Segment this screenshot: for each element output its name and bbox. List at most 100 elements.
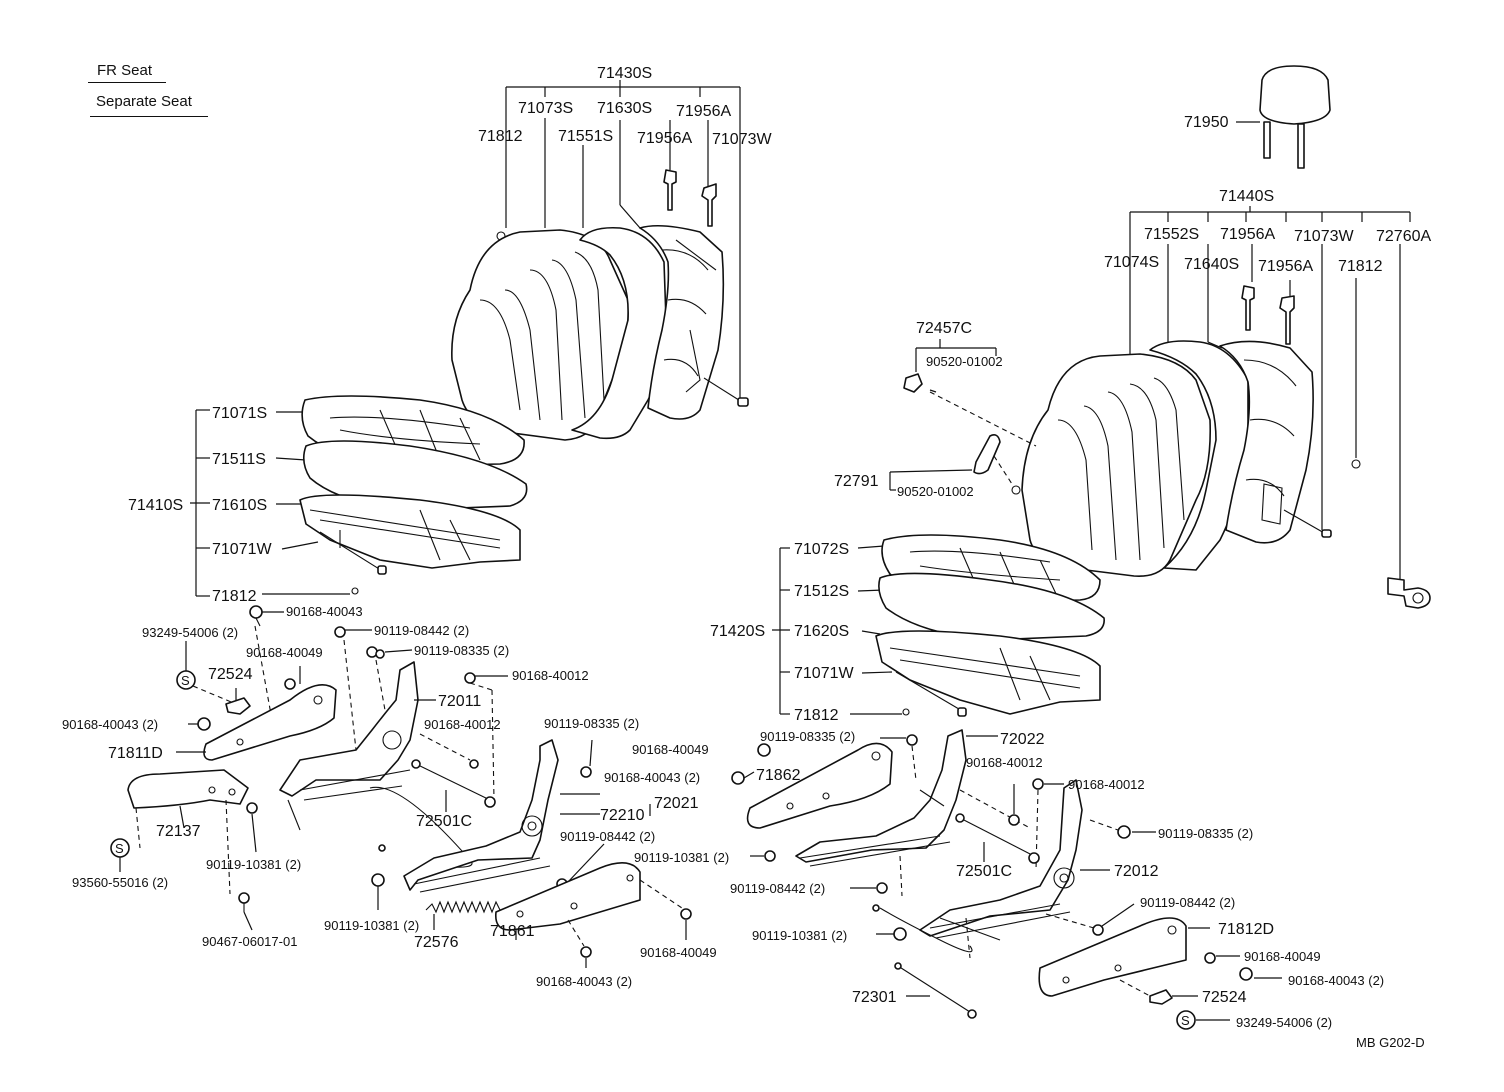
label-90119-10381-2: 90119-10381 (2): [324, 918, 419, 933]
label-71071S: 71071S: [212, 405, 267, 422]
label-71812-r: 71812: [1338, 258, 1383, 275]
label-90168-40043-3: 90168-40043 (2): [536, 974, 632, 989]
label-72576: 72576: [414, 934, 459, 951]
label-72012: 72012: [1114, 863, 1159, 880]
left-adjuster: S S: [110, 605, 692, 968]
label-90168-40012-r: 90168-40012: [966, 755, 1043, 770]
label-71956A-2: 71956A: [637, 130, 692, 147]
label-71630S: 71630S: [597, 100, 652, 117]
label-90119-10381: 90119-10381 (2): [206, 857, 301, 872]
left-seat-back: [451, 80, 749, 441]
bolt-90119-10381-b: [371, 873, 385, 887]
label-90168-40043: 90168-40043: [286, 604, 363, 619]
label-90119-10381-r: 90119-10381 (2): [634, 850, 729, 865]
left-seat-labels: 71430S 71073S 71630S 71956A 71812 71551S…: [128, 65, 772, 605]
label-71440S: 71440S: [1219, 188, 1274, 205]
header-title-underline: [88, 82, 166, 83]
label-71950: 71950: [1184, 114, 1229, 131]
bolt-90119-08335-d: [1117, 825, 1131, 839]
label-71072S: 71072S: [794, 541, 849, 558]
label-90119-08442-r: 90119-08442 (2): [730, 881, 825, 896]
right-seat-labels: 71950 71440S 71552S 71956A 71073W 72760A…: [710, 114, 1431, 724]
label-90168-40043-r: 90168-40043 (2): [604, 770, 700, 785]
label-90168-40012-2: 90168-40012: [424, 717, 501, 732]
left-adjuster-labels: 90168-40043 93249-54006 (2) 90119-08442 …: [62, 604, 717, 989]
bolt-90168-40049-d: [1204, 952, 1216, 964]
label-90119-08442-2: 90119-08442 (2): [560, 829, 655, 844]
label-90119-10381-r2: 90119-10381 (2): [752, 928, 847, 943]
label-71073W-r: 71073W: [1294, 228, 1354, 245]
label-71512S: 71512S: [794, 583, 849, 600]
header-title: FR Seat: [97, 62, 153, 79]
bolt-90168-40049-a: [284, 678, 296, 690]
bolt-90119-08442-d: [1092, 924, 1104, 936]
right-seat-cushion: [772, 534, 1105, 717]
s-mark-2: S: [115, 841, 124, 856]
label-72022: 72022: [1000, 731, 1045, 748]
label-71812: 71812: [478, 128, 523, 145]
right-adjuster-labels: 90119-08335 (2) 72022 90168-40049 71862 …: [604, 729, 1384, 1030]
label-90119-08335-2: 90119-08335 (2): [544, 716, 639, 731]
label-93249-54006: 93249-54006 (2): [142, 625, 238, 640]
label-71812-r-cushion: 71812: [794, 707, 839, 724]
label-71956A-r2: 71956A: [1258, 258, 1313, 275]
label-71073S: 71073S: [518, 100, 573, 117]
label-71410S: 71410S: [128, 497, 183, 514]
label-90119-08442-r2: 90119-08442 (2): [1140, 895, 1235, 910]
header-subtitle-underline: [90, 116, 208, 117]
bolt-90119-10381-c: [764, 850, 776, 862]
label-71551S: 71551S: [558, 128, 613, 145]
label-90119-08442: 90119-08442 (2): [374, 623, 469, 638]
bolt-90119-08335-b: [580, 766, 592, 778]
bolt-90168-40043-d: [731, 771, 745, 785]
label-71430S: 71430S: [597, 65, 652, 82]
right-recliner: [889, 339, 1037, 495]
label-71071W: 71071W: [212, 541, 272, 558]
nut-90168-40012-b: [1008, 814, 1020, 826]
label-71812D: 71812D: [1218, 921, 1274, 938]
left-seat-cushion: [190, 395, 528, 597]
right-seat-back: [1021, 206, 1431, 609]
label-90168-40043-2: 90168-40043 (2): [62, 717, 158, 732]
label-90168-40043-r2: 90168-40043 (2): [1288, 973, 1384, 988]
label-71071W-r: 71071W: [794, 665, 854, 682]
label-71956A-r: 71956A: [1220, 226, 1275, 243]
bolt-90119-08442-a: [334, 626, 346, 638]
bolt-90168-40043-e: [1239, 967, 1253, 981]
label-72501C-r: 72501C: [956, 863, 1012, 880]
label-93560-55016: 93560-55016 (2): [72, 875, 168, 890]
right-adjuster: S: [731, 729, 1282, 1030]
label-71420S: 71420S: [710, 623, 765, 640]
label-71552S: 71552S: [1144, 226, 1199, 243]
bolt-90119-10381-d: [893, 927, 907, 941]
label-72760A: 72760A: [1376, 228, 1431, 245]
label-90168-40012-r2: 90168-40012: [1068, 777, 1145, 792]
bolt-90119-10381-a: [246, 802, 258, 814]
label-71956A: 71956A: [676, 103, 731, 120]
label-90119-08335-r: 90119-08335 (2): [760, 729, 855, 744]
label-90467-06017-01: 90467-06017-01: [202, 934, 297, 949]
label-71610S: 71610S: [212, 497, 267, 514]
label-71620S: 71620S: [794, 623, 849, 640]
header-subtitle: Separate Seat: [96, 93, 192, 110]
bolt-90467: [238, 892, 250, 912]
label-72457C: 72457C: [916, 320, 972, 337]
label-71862: 71862: [756, 767, 801, 784]
label-71074S: 71074S: [1104, 254, 1159, 271]
label-72524: 72524: [208, 666, 253, 683]
label-90168-40049: 90168-40049: [246, 645, 323, 660]
bolt-90119-08442-c: [876, 882, 888, 894]
label-90119-08335-r2: 90119-08335 (2): [1158, 826, 1253, 841]
label-90520-01002-b: 90520-01002: [897, 484, 974, 499]
bolt-90119-08335-a: [366, 646, 385, 659]
bolt-90168-40012-b: [469, 759, 479, 769]
bolt-90168-40043-c: [580, 946, 592, 958]
bolt-90168-40043-b: [197, 717, 211, 731]
label-90168-40012: 90168-40012: [512, 668, 589, 683]
bolt-90168-40049-b: [680, 908, 692, 920]
label-71812-cushion: 71812: [212, 588, 257, 605]
label-71073W: 71073W: [712, 131, 772, 148]
label-71861: 71861: [490, 923, 535, 940]
label-90119-08335: 90119-08335 (2): [414, 643, 509, 658]
